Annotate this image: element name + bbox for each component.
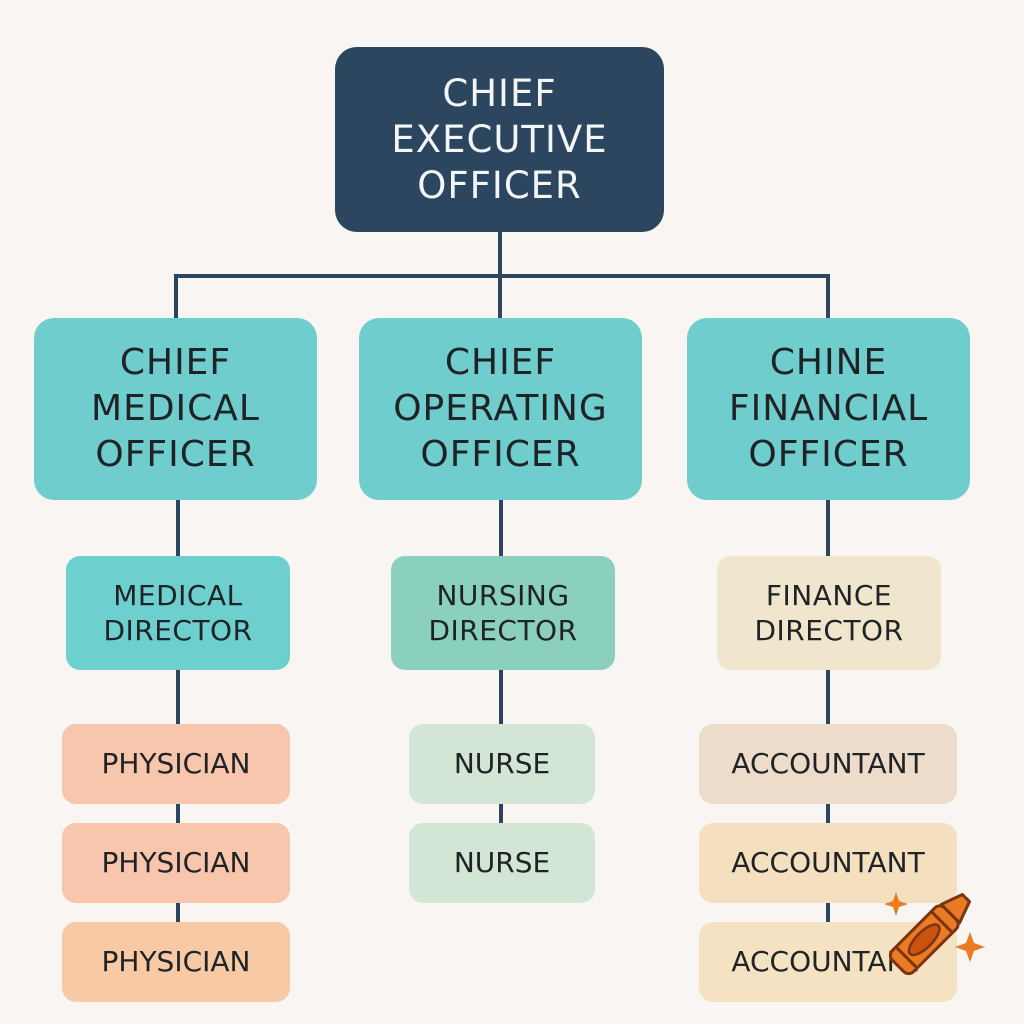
cfo-title-line-3: OFFICER — [748, 434, 909, 475]
nurse-box-1: NURSE — [409, 724, 595, 804]
finance-director-line-2: DIRECTOR — [754, 614, 904, 647]
finance-director-box: FINANCE DIRECTOR — [717, 556, 941, 670]
nursing-director-line-2: DIRECTOR — [428, 614, 578, 647]
nursing-director-line-1: NURSING — [436, 579, 570, 612]
ceo-box: CHIEF EXECUTIVE OFFICER — [335, 47, 664, 232]
nurse-label-1: NURSE — [453, 747, 551, 780]
coo-title-line-1: CHIEF — [444, 342, 557, 383]
coo-title-line-2: OPERATING — [393, 388, 608, 429]
ceo-title-line-1: CHIEF — [442, 71, 557, 115]
cfo-title-line-2: FINANCIAL — [728, 388, 929, 429]
accountant-label-2: ACCOUNTANT — [731, 846, 925, 879]
sparkle-small — [884, 892, 908, 916]
physician-box-2: PHYSICIAN — [62, 823, 290, 903]
accountant-label-1: ACCOUNTANT — [731, 747, 925, 780]
cmo-title-line-2: MEDICAL — [91, 388, 260, 429]
accountant-box-2: ACCOUNTANT — [699, 823, 957, 903]
coo-box: CHIEF OPERATING OFFICER — [359, 318, 642, 500]
ceo-title-line-2: EXECUTIVE — [391, 117, 608, 161]
nurse-box-2: NURSE — [409, 823, 595, 903]
cmo-box: CHIEF MEDICAL OFFICER — [34, 318, 317, 500]
crayon-icon — [884, 892, 985, 976]
nurse-label-2: NURSE — [453, 846, 551, 879]
finance-director-line-1: FINANCE — [765, 579, 893, 612]
physician-label-1: PHYSICIAN — [101, 747, 251, 780]
physician-box-3: PHYSICIAN — [62, 922, 290, 1002]
cfo-box: CHINE FINANCIAL OFFICER — [687, 318, 970, 500]
coo-title-line-3: OFFICER — [420, 434, 581, 475]
sparkle-large — [955, 932, 985, 962]
cmo-title-line-1: CHIEF — [119, 342, 232, 383]
ceo-title-line-3: OFFICER — [417, 163, 582, 207]
cfo-title-line-1: CHINE — [769, 342, 888, 383]
medical-director-line-2: DIRECTOR — [103, 614, 253, 647]
physician-label-3: PHYSICIAN — [101, 945, 251, 978]
accountant-box-1: ACCOUNTANT — [699, 724, 957, 804]
physician-box-1: PHYSICIAN — [62, 724, 290, 804]
nursing-director-box: NURSING DIRECTOR — [391, 556, 615, 670]
physician-label-2: PHYSICIAN — [101, 846, 251, 879]
medical-director-box: MEDICAL DIRECTOR — [66, 556, 290, 670]
cmo-title-line-3: OFFICER — [95, 434, 256, 475]
medical-director-line-1: MEDICAL — [113, 579, 243, 612]
